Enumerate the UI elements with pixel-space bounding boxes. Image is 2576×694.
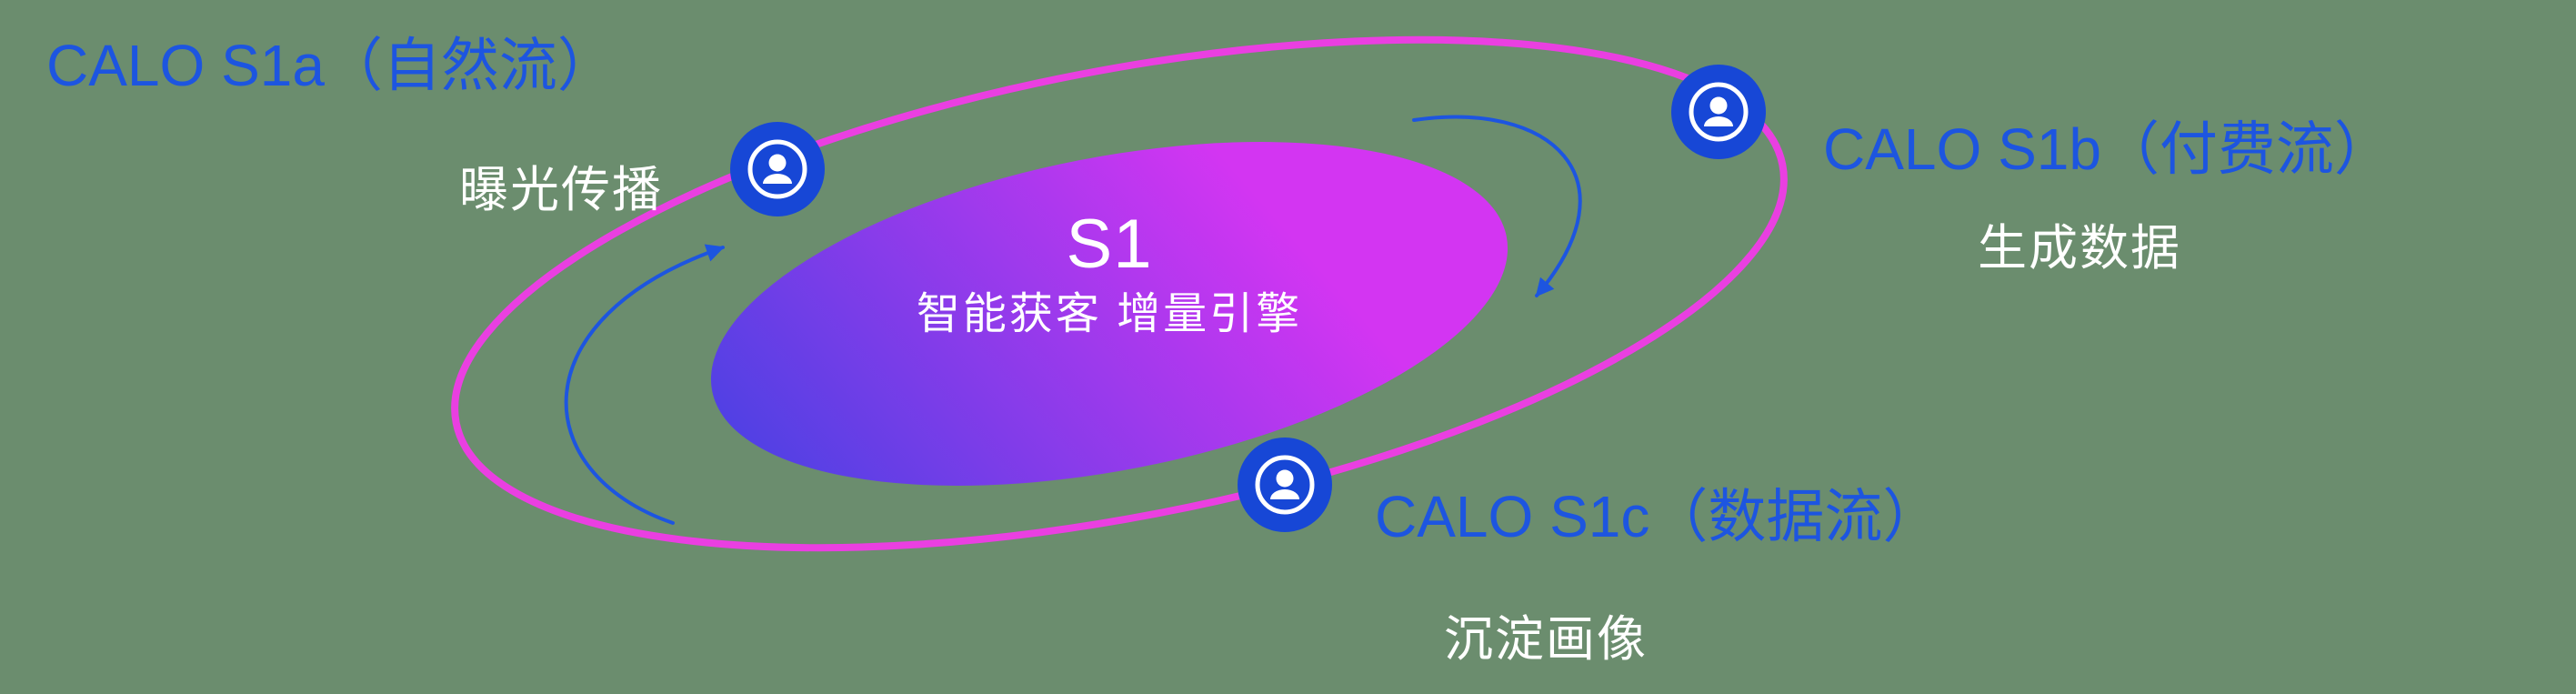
- label-s1c: CALO S1c（数据流）: [1375, 484, 1941, 549]
- user-icon: [730, 122, 825, 216]
- orbit-ellipse: [451, 35, 1788, 552]
- label-s1a: CALO S1a（自然流）: [46, 33, 616, 98]
- center-title: S1: [1066, 206, 1153, 283]
- center-subtitle: 智能获客 增量引擎: [916, 290, 1303, 338]
- node-s1a: [730, 122, 825, 216]
- flow-arrow-right: [1412, 115, 1582, 297]
- user-icon: [1671, 65, 1766, 159]
- flow-arrow-left: [564, 244, 725, 525]
- sublabel-s1c: 沉淀画像: [1444, 612, 1648, 667]
- sublabel-s1b: 生成数据: [1978, 221, 2181, 276]
- center-text: S1 智能获客 增量引擎: [705, 206, 1514, 342]
- user-icon: [1238, 438, 1332, 532]
- label-s1b: CALO S1b（付费流）: [1823, 116, 2392, 182]
- node-s1b: [1671, 65, 1766, 159]
- sublabel-s1a: 曝光传播: [459, 163, 663, 217]
- node-s1c: [1238, 438, 1332, 532]
